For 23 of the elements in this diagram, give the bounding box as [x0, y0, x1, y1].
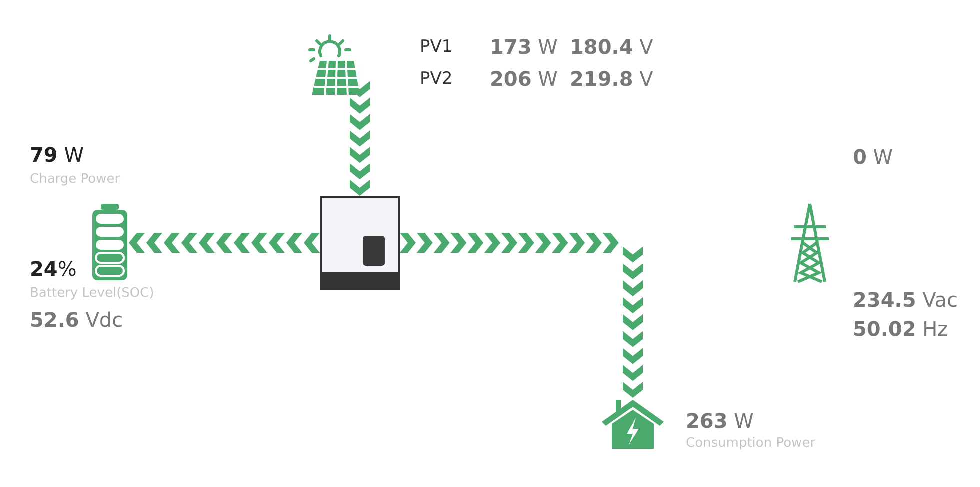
- inverter-box: [320, 196, 400, 290]
- node-label: Charge Power: [30, 173, 120, 188]
- voltage-value: 219.8 V: [570, 68, 654, 90]
- channel-label: PV2: [420, 70, 453, 89]
- power-value: 0 W: [853, 146, 894, 168]
- node-label: Battery Level(SOC): [30, 287, 154, 302]
- voltage-value: 52.6 Vdc: [30, 309, 124, 331]
- chevron-arrow: [129, 233, 320, 253]
- power-value: 206 W: [490, 68, 558, 90]
- power-pylon-icon: [790, 203, 830, 283]
- battery-icon: [91, 204, 129, 282]
- solar-panel-icon: [308, 34, 360, 96]
- power-value: 173 W: [490, 36, 558, 58]
- power-value: 79 W: [30, 144, 84, 166]
- chevron-arrow: [400, 233, 643, 398]
- frequency-value: 50.02 Hz: [853, 318, 948, 340]
- voltage-value: 180.4 V: [570, 36, 654, 58]
- power-value: 263 W: [686, 410, 754, 432]
- channel-label: PV1: [420, 38, 453, 57]
- voltage-value: 234.5 Vac: [853, 289, 958, 311]
- level-value: 24%: [30, 258, 77, 280]
- node-label: Consumption Power: [686, 437, 816, 452]
- house-icon: [600, 398, 666, 450]
